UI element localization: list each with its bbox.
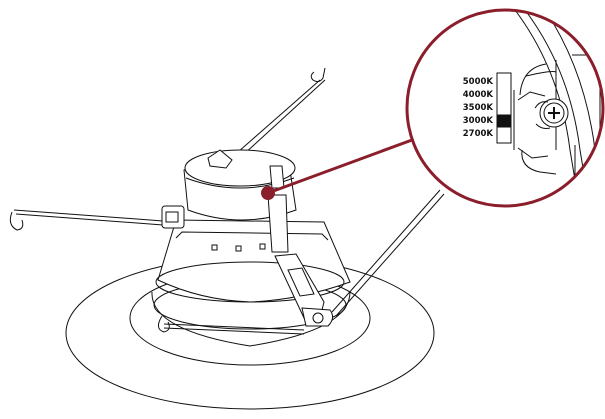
callout-marker-dot	[261, 186, 275, 200]
cct-label-3000k: 3000K	[463, 116, 494, 126]
callout-leader	[261, 138, 413, 200]
cct-label-3500k: 3500K	[463, 103, 494, 113]
cct-scale-labels: 5000K 4000K 3500K 3000K 2700K	[463, 77, 494, 139]
cct-label-2700k: 2700K	[463, 129, 494, 139]
cct-selected-indicator	[496, 114, 512, 128]
mounting-springs	[9, 67, 445, 335]
trim-ring	[65, 256, 435, 410]
downlight-housing	[155, 149, 351, 327]
detail-zoom-frame	[405, 8, 605, 208]
cct-label-4000k: 4000K	[463, 90, 494, 100]
detail-zoom: 5000K 4000K 3500K 3000K 2700K	[405, 8, 605, 208]
cct-label-5000k: 5000K	[463, 77, 494, 87]
